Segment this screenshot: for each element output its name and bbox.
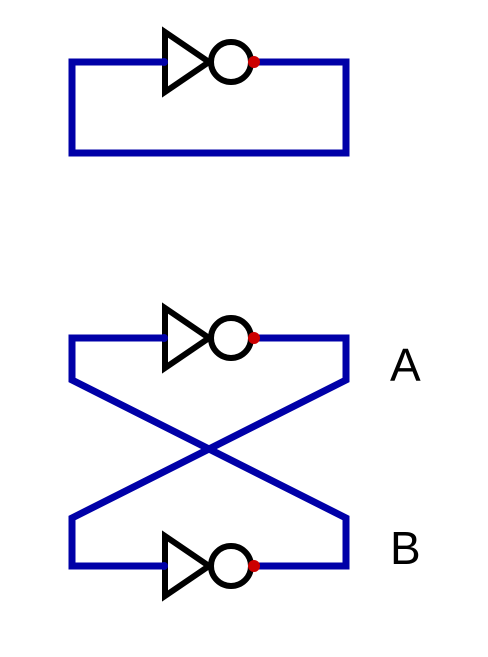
latch-top-inverter [160, 302, 260, 374]
inverter-bubble [208, 543, 254, 589]
inverter-triangle [162, 302, 215, 374]
not-gate-icon [162, 26, 254, 98]
node-label-a: A [390, 339, 421, 391]
latch-bottom-inverter [160, 530, 260, 602]
output-dot [248, 560, 260, 572]
inverter-bubble [208, 315, 254, 361]
inverter-bubble [208, 39, 254, 85]
output-dot [248, 332, 260, 344]
not-gate-icon [162, 530, 254, 602]
single-inverter-loop [68, 26, 350, 157]
node-label-b: B [390, 522, 421, 574]
output-dot [248, 56, 260, 68]
not-gate-icon [162, 302, 254, 374]
input-dot [160, 58, 168, 66]
inverter-triangle [162, 530, 215, 602]
cross-coupled-latch: A B [68, 302, 421, 602]
inverter-triangle [162, 26, 215, 98]
input-dot [160, 334, 168, 342]
input-dot [160, 562, 168, 570]
wire-node-b [68, 334, 350, 570]
feedback-wire [68, 58, 350, 157]
